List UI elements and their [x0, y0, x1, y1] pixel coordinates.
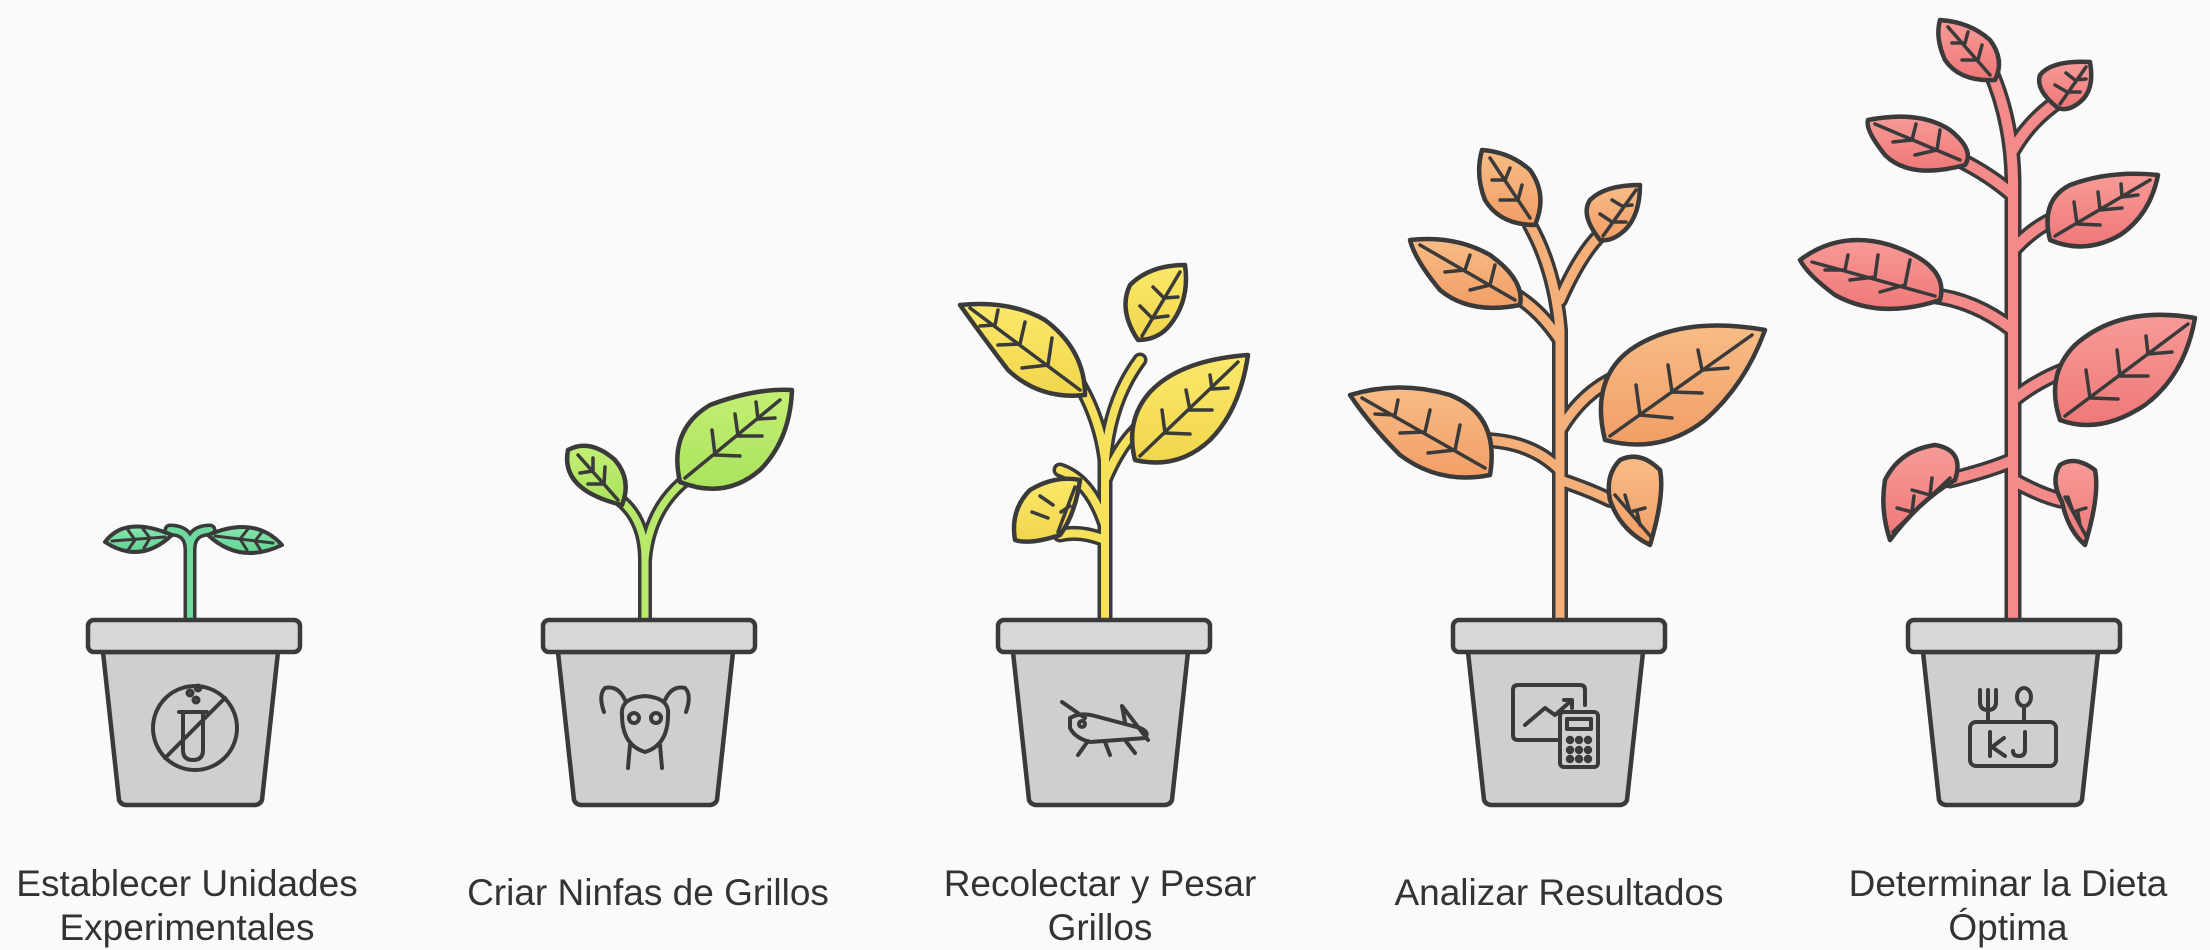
- leaf: [1123, 262, 1189, 343]
- cricket-icon: [1060, 700, 1150, 757]
- step-5-label-line2: Óptima: [1948, 907, 2068, 948]
- leaf: [957, 301, 1088, 398]
- step-1-label-line1: Establecer Unidades: [16, 863, 358, 904]
- leaf: [1797, 237, 1944, 312]
- leaf: [1606, 454, 1664, 548]
- step-5-pot: [1905, 617, 2123, 808]
- step-1-label: Establecer Unidades Experimentales: [0, 862, 377, 950]
- leaf: [1584, 182, 1643, 243]
- step-3-label-line2: Grillos: [1047, 907, 1153, 948]
- step-5-label: Determinar la Dieta Óptima: [1818, 862, 2198, 950]
- step-4-plant: [1347, 147, 1768, 628]
- step-2-plant: [564, 387, 795, 627]
- step-3-label-line1: Recolectar y Pesar: [943, 863, 1257, 904]
- step-2-label-line1: Criar Ninfas de Grillos: [467, 872, 829, 913]
- step-5-label-line1: Determinar la Dieta: [1848, 863, 2168, 904]
- food-kj-icon: [1968, 686, 2058, 768]
- leaf: [2053, 458, 2099, 548]
- leaf: [2036, 59, 2094, 112]
- step-1-plant: [103, 523, 284, 627]
- no-test-tube-icon: [151, 683, 239, 772]
- step-3-pot: [995, 617, 1213, 808]
- step-3-label: Recolectar y Pesar Grillos: [910, 862, 1290, 950]
- step-3-plant: [957, 262, 1251, 628]
- step-4-label-line1: Analizar Resultados: [1394, 872, 1724, 913]
- leaf: [1011, 476, 1083, 544]
- step-1-label-line2: Experimentales: [59, 907, 315, 948]
- chart-calculator-icon: [1511, 683, 1600, 769]
- step-2-label: Criar Ninfas de Grillos: [458, 871, 838, 915]
- step-2-pot: [540, 617, 758, 808]
- step-1-pot: [85, 617, 303, 808]
- step-5-plant: [1797, 17, 2198, 629]
- insect-head-icon: [599, 685, 691, 770]
- step-4-label: Analizar Resultados: [1369, 871, 1749, 915]
